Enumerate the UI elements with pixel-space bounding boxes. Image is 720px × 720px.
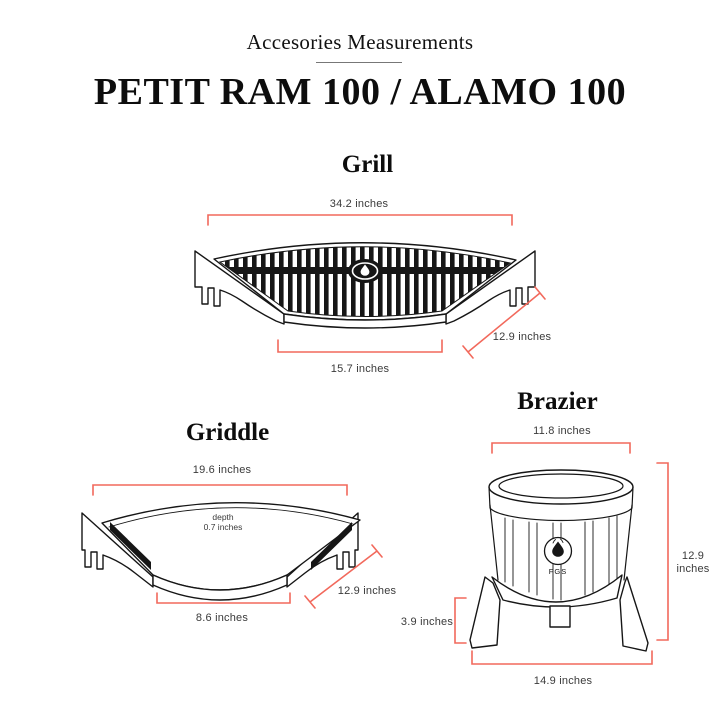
grill-right-bracket: [445, 250, 536, 325]
brazier-top-label: 11.8 inches: [533, 425, 591, 437]
brazier-body-sides: [489, 504, 633, 581]
grill-depth-label: 12.9 inches: [493, 331, 552, 343]
flame-sparks: [552, 538, 564, 544]
brazier-rim-outer: [488, 469, 634, 505]
griddle-width-label: 19.6 inches: [193, 464, 252, 476]
grill-left-bracket: [194, 250, 285, 325]
brazier-diagram: 11.8 inches FGS: [401, 425, 710, 687]
flame-icon: [360, 264, 370, 276]
griddle-front-band: [152, 574, 288, 601]
griddle-diagram: 19.6 inches depth 0.7 inches 8.6 inches: [81, 464, 397, 624]
griddle-title: Griddle: [185, 419, 270, 446]
griddle-width-dimension: 19.6 inches: [92, 464, 348, 496]
griddle-inner-width-label: 8.6 inches: [196, 612, 248, 624]
brazier-leg-label: 3.9 inches: [401, 616, 453, 628]
grill-inner-width-label: 15.7 inches: [331, 363, 390, 375]
brazier-base-dimension: 14.9 inches: [471, 650, 653, 687]
grill-width-label: 34.2 inches: [330, 198, 389, 210]
grill-front-band: [283, 313, 447, 329]
brazier-leg-dimension: 3.9 inches: [401, 597, 467, 644]
brazier-title: Brazier: [517, 388, 598, 415]
griddle-depth-word: depth: [212, 512, 234, 522]
grill-drawing: [194, 242, 536, 329]
brazier-logo: FGS: [543, 536, 573, 576]
brazier-height-label-line1: 12.9: [682, 550, 704, 562]
grill-depth-dimension: 12.9 inches: [462, 286, 552, 359]
grill-diagram: 34.2 inches 15.7 inches 12.9 inches: [194, 198, 552, 375]
griddle-inner-width-dimension: 8.6 inches: [156, 592, 291, 624]
brazier-drawing: FGS: [469, 469, 649, 652]
flame-icon: [552, 541, 564, 557]
griddle-left-rail: [110, 522, 151, 570]
griddle-depth-note: depth 0.7 inches: [204, 512, 243, 532]
header-divider: [316, 62, 402, 63]
griddle-inner-lip: [108, 507, 354, 528]
brazier-base-label: 14.9 inches: [534, 675, 593, 687]
brazier-right-leg: [619, 576, 649, 652]
griddle-left-bracket: [81, 512, 154, 588]
grill-width-dimension: 34.2 inches: [207, 198, 513, 226]
page-subtitle: Accesories Measurements: [246, 30, 474, 54]
brazier-left-leg: [469, 576, 501, 649]
griddle-depth-dimension: 12.9 inches: [304, 544, 397, 609]
brazier-height-dimension: 12.9 inches: [656, 462, 710, 641]
griddle-right-rail: [311, 522, 352, 570]
griddle-drawing: depth 0.7 inches: [81, 502, 361, 601]
brazier-top-dimension: 11.8 inches: [491, 425, 631, 454]
griddle-side-label: 12.9 inches: [338, 585, 397, 597]
grill-inner-width-dimension: 15.7 inches: [277, 339, 443, 375]
griddle-depth-value: 0.7 inches: [204, 522, 243, 532]
brazier-rim-band: [488, 486, 634, 522]
page-title: PETIT RAM 100 / ALAMO 100: [93, 71, 627, 113]
brazier-height-label-line2: inches: [677, 563, 710, 575]
flame-badge: [348, 259, 382, 283]
brazier-skirt: [491, 574, 623, 608]
brazier-logo-text: FGS: [549, 567, 567, 576]
brazier-rim-inner: [498, 473, 624, 499]
brazier-center-foot: [549, 605, 571, 628]
grill-title: Grill: [341, 151, 394, 178]
